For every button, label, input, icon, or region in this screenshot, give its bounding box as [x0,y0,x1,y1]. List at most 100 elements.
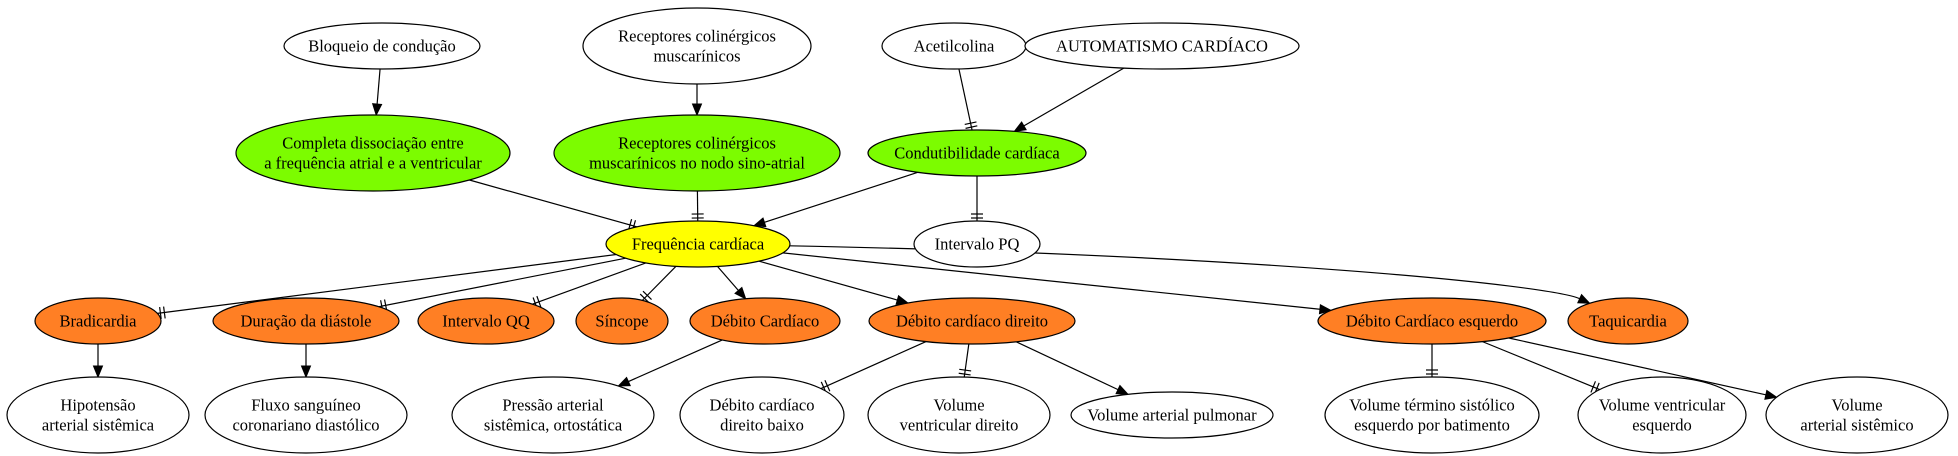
node-label: Volume término sistólico [1349,396,1515,415]
edge-line [782,252,1320,310]
edge-line [764,171,918,223]
arrowhead-marker [1115,384,1130,395]
edge-bloqueio-to-dissociacao [371,68,383,117]
edge-line [963,343,970,378]
double-bar-marker-1 [159,306,162,320]
node-bradicardia: Bradicardia [34,297,162,345]
edge-frequencia-to-debito-direito [758,260,910,305]
double-bar-marker-1 [958,372,971,376]
edge-line [376,68,381,105]
double-bar-marker-2 [1590,381,1597,393]
edge-receptores-sino-to-frequencia [691,190,704,222]
edge-automatismo-to-condutibilidade [1013,67,1125,133]
node-ellipse [575,297,669,345]
node-label: direito baixo [720,416,804,435]
edge-frequencia-to-debito-cardiaco [717,266,747,300]
node-bloqueio: Bloqueio de condução [283,22,481,70]
node-ellipse [553,114,841,192]
edge-line [628,339,723,383]
node-intervalo-qq: Intervalo QQ [417,297,555,345]
node-ellipse [867,129,1087,177]
edge-line [789,245,1580,300]
node-label: Receptores colinérgicos [618,134,776,153]
node-ellipse [1765,376,1949,454]
edge-line [469,179,637,228]
node-ellipse [1070,391,1274,439]
edge-line [1482,341,1600,391]
edge-debito-direito-to-volume-vd [958,343,972,378]
node-ellipse [34,297,162,345]
node-label: Receptores colinérgicos [618,27,776,46]
node-label: Volume arterial pulmonar [1087,406,1257,425]
edge-frequencia-to-debito-esquerdo [782,252,1333,315]
node-label: sistêmica, ortostática [484,416,623,435]
node-ellipse [204,376,408,454]
node-ellipse [1324,376,1540,454]
node-debito-esquerdo: Débito Cardíaco esquerdo [1317,297,1547,345]
node-label: muscarínicos no nodo sino-atrial [589,154,805,173]
double-bar-marker-2 [824,380,831,392]
arrowhead-marker [1013,121,1027,133]
node-label: Duração da diástole [240,312,371,331]
edges-layer [92,67,1778,400]
arrowhead-marker [371,103,383,117]
edge-debito-cardiaco-to-pressao [617,339,723,387]
node-label: Volume [933,396,984,415]
edge-condutibilidade-to-intervalo-pq [971,176,983,221]
node-label: a frequência atrial e a ventricular [264,154,482,173]
edge-dissociacao-to-frequencia [469,179,637,232]
edge-line [820,341,927,390]
node-label: Bloqueio de condução [308,37,456,56]
node-label: coronariano diastólico [232,416,379,435]
edge-debito-direito-to-volume-pulmonar [1015,341,1130,395]
node-label: Frequência cardíaca [632,235,765,254]
node-label: Volume ventricular [1599,396,1726,415]
node-label: Fluxo sanguíneo [251,396,361,415]
edge-line [1015,341,1119,391]
edge-line [758,260,898,301]
node-intervalo-pq: Intervalo PQ [913,220,1041,268]
node-ellipse [417,297,555,345]
node-label: muscarínicos [653,47,740,66]
node-label: Condutibilidade cardíaca [894,144,1060,163]
edge-line [641,265,677,301]
arrowhead-marker [734,286,747,300]
node-ellipse [868,297,1076,345]
arrowhead-marker [1318,303,1333,315]
node-label: Completa dissociação entre [282,134,463,153]
node-ellipse [1577,376,1747,454]
double-bar-marker-2 [959,368,972,372]
node-ellipse [1317,297,1547,345]
arrowhead-marker [300,365,312,379]
edge-frequencia-to-sincope [639,265,677,303]
node-label: Débito cardíaco [710,396,815,415]
double-bar-marker-1 [965,125,978,129]
node-ellipse [1024,22,1300,70]
node-sincope: Síncope [575,297,669,345]
node-ellipse [679,376,845,454]
edge-line [378,257,626,308]
node-ellipse [605,220,791,268]
edge-bradicardia-to-hipotensao [92,344,104,379]
node-frequencia: Frequência cardíaca [605,220,791,268]
node-label: Acetilcolina [914,37,995,56]
arrowhead-marker [691,103,703,117]
node-label: arterial sistêmico [1800,416,1913,435]
node-label: esquerdo [1632,416,1692,435]
node-label: Bradicardia [60,312,138,331]
node-acetilcolina: Acetilcolina [881,22,1027,70]
edge-duracao-diastole-to-fluxo [300,344,312,379]
arrowhead-marker [1577,293,1591,304]
node-label: Intervalo QQ [442,312,530,331]
double-bar-marker-2 [964,121,977,126]
node-ellipse [913,220,1041,268]
node-label: Síncope [595,312,648,331]
